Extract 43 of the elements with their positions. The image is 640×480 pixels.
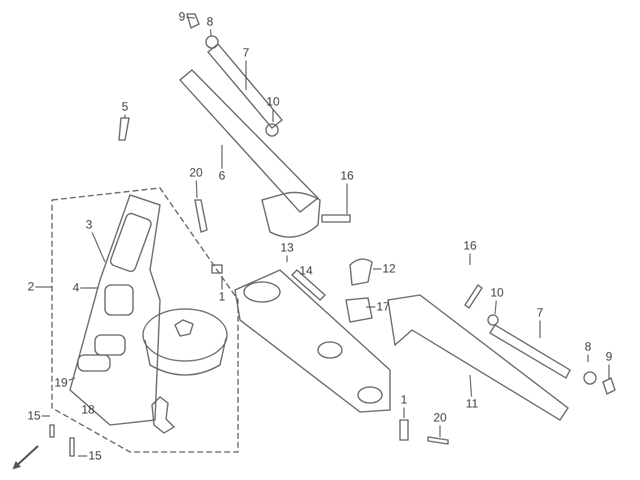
callout-number: 1: [218, 290, 226, 304]
leader-line: [346, 183, 348, 214]
leader-line: [272, 109, 274, 122]
leader-line: [372, 268, 382, 270]
callout-number: 10: [490, 286, 504, 300]
callout-number: 3: [86, 218, 92, 232]
callout-number: 10: [266, 96, 280, 108]
callout-number: 14: [299, 264, 313, 278]
callout-number: 8: [206, 16, 214, 28]
callout-number: 7: [242, 46, 250, 60]
callout-number: 7: [536, 306, 544, 320]
callout-number: 9: [178, 10, 186, 24]
callout-number: 16: [340, 170, 354, 182]
leader-line: [286, 255, 288, 262]
leader-line: [494, 300, 497, 314]
callout-number: 2: [28, 280, 34, 294]
callout-number: 5: [122, 100, 128, 114]
callout-number: 20: [433, 412, 447, 424]
callout-number: 4: [72, 282, 80, 294]
callout-number: 20: [189, 166, 203, 180]
leader-line: [186, 16, 196, 18]
callout-number: 18: [81, 404, 95, 416]
callout-number: 6: [218, 170, 226, 182]
leader-line: [366, 306, 376, 308]
leader-line: [124, 114, 126, 118]
leader-line: [210, 29, 212, 36]
leader-line: [196, 180, 198, 198]
callout-number: 15: [27, 410, 41, 422]
callout-number: 8: [584, 340, 592, 354]
callout-number: 12: [382, 262, 396, 276]
callout-number: 15: [88, 450, 102, 462]
callout-number: 13: [280, 242, 294, 254]
callout-number: 9: [606, 350, 612, 364]
callout-number: 19: [54, 376, 68, 390]
callout-number: 17: [376, 300, 390, 314]
leader-line: [92, 232, 106, 262]
callout-number: 11: [466, 398, 478, 410]
leader-line: [608, 364, 610, 380]
leader-line: [34, 286, 52, 288]
leader-line: [470, 374, 472, 397]
leader-line: [68, 378, 76, 381]
callout-number: 1: [400, 394, 408, 406]
callout-number: 16: [463, 240, 477, 252]
